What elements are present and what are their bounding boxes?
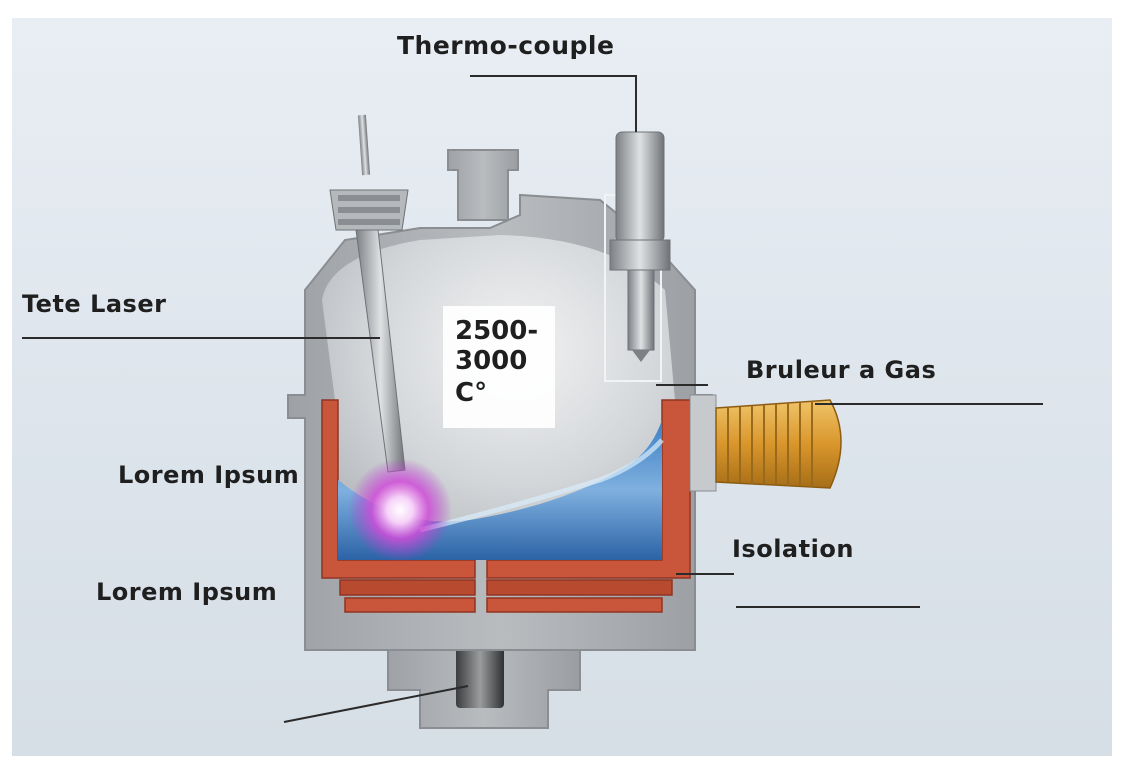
label-gas-burner: Bruleur a Gas xyxy=(746,356,937,384)
gas-burner-nozzle-icon xyxy=(715,399,842,489)
laser-beam-spot xyxy=(348,458,452,562)
label-thermocouple: Thermo-couple xyxy=(397,31,615,60)
label-insulation: Isolation xyxy=(732,535,854,563)
label-lorem-1: Lorem Ipsum xyxy=(118,461,300,489)
temperature-range-end: 3000 xyxy=(455,346,528,376)
label-laser-head: Tete Laser xyxy=(22,290,167,318)
burner-mount xyxy=(689,394,717,492)
temperature-callout: 2500- 3000 C° xyxy=(443,306,555,428)
laser-probe-icon xyxy=(329,114,409,473)
leader-thermocouple xyxy=(470,75,637,132)
thermocouple-sensor-icon xyxy=(615,131,665,243)
temperature-unit: C° xyxy=(455,378,488,408)
burner-ribs xyxy=(727,401,813,487)
thermocouple-probe xyxy=(627,269,655,351)
leader-drain xyxy=(283,685,469,723)
bath-wave xyxy=(419,438,664,533)
thermocouple-flange xyxy=(609,239,671,271)
top-nozzle xyxy=(447,149,519,221)
label-lorem-2: Lorem Ipsum xyxy=(96,578,278,606)
leader-lines xyxy=(22,75,1043,723)
insulation-lining xyxy=(321,399,691,613)
temperature-range-start: 2500- xyxy=(455,316,539,346)
thermocouple-tip xyxy=(632,350,650,362)
